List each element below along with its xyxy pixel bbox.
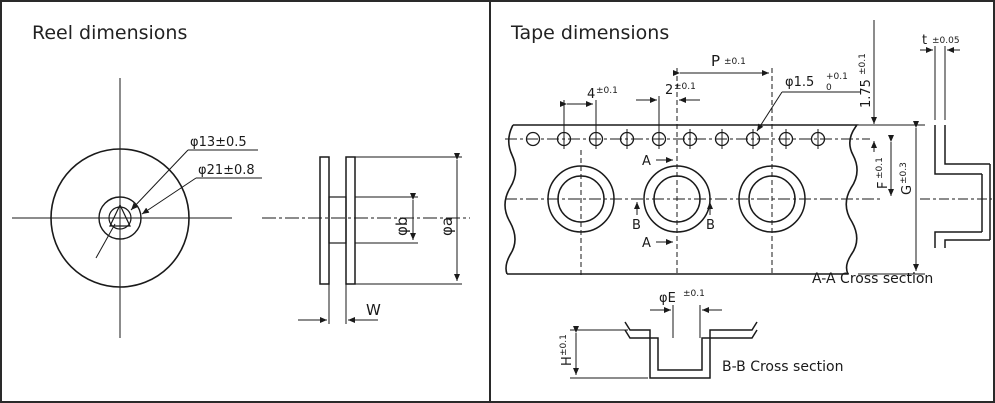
aa-cross-section (920, 46, 992, 248)
aa-profile-outline (934, 125, 990, 248)
tol-dim-2: ±0.1 (674, 82, 696, 92)
label-dim-hole: φ1.5 (785, 75, 814, 90)
marker-a-top: A (642, 154, 651, 169)
caption-aa-section: A-A Cross section (812, 271, 934, 287)
label-dim-f: F (876, 182, 891, 189)
leader-hub (130, 149, 189, 211)
reel-bore-circle (108, 206, 132, 230)
tol-dim-p: ±0.1 (724, 57, 746, 67)
label-dim-a: φa (438, 217, 456, 236)
bb-profile-inner (624, 329, 758, 371)
leader-hole (756, 91, 783, 132)
label-outer-dimension: φ21±0.8 (198, 163, 255, 178)
label-dim-p: P (711, 52, 720, 70)
bb-profile-outer (624, 321, 758, 379)
reel-flange-right (345, 156, 356, 285)
tol-dim-hole-upper: +0.1 (826, 72, 848, 82)
tol-dim-g: ±0.3 (899, 162, 909, 184)
tol-dim-hole-lower: 0 (826, 83, 832, 93)
marker-a-bottom: A (642, 236, 651, 251)
tape-top-view (504, 20, 925, 275)
tol-dim-4: ±0.1 (596, 86, 618, 96)
reel-title: Reel dimensions (32, 22, 188, 44)
label-dim-4: 4 (587, 87, 595, 102)
label-dim-h: H (560, 356, 575, 366)
tol-dim-e: ±0.1 (683, 289, 705, 299)
tape-title: Tape dimensions (511, 22, 670, 44)
sprocket-hole (525, 131, 541, 147)
label-dim-g: G (900, 185, 915, 195)
tol-dim-h: ±0.1 (559, 334, 569, 356)
label-dim-2: 2 (665, 83, 673, 98)
reel-flange-left (319, 156, 330, 285)
label-dim-175: 1.75 (859, 79, 874, 108)
tol-dim-175: ±0.1 (858, 53, 868, 75)
marker-b-right: B (706, 218, 715, 233)
reel-drive-key (109, 203, 131, 227)
bb-cross-section (570, 305, 758, 379)
label-dim-b: φb (393, 217, 411, 236)
tape-top-and-right-edge (513, 124, 859, 275)
reel-side-view (262, 153, 470, 324)
reel-hub-side (328, 196, 347, 244)
reel-outer-circle (50, 148, 190, 288)
tol-dim-t: ±0.05 (932, 36, 960, 46)
tape-dimensions-panel: Tape dimensions (489, 0, 995, 403)
tol-dim-f: ±0.1 (875, 157, 885, 179)
label-dim-e: φE (659, 291, 676, 306)
leader-bore (95, 223, 116, 259)
tape-left-edge (504, 124, 517, 275)
section-markers (634, 157, 713, 245)
reel-front-view (12, 78, 262, 338)
marker-b-left: B (632, 218, 641, 233)
caption-bb-section: B-B Cross section (722, 359, 844, 375)
label-dim-t: t (922, 33, 927, 48)
label-hub-dimension: φ13±0.5 (190, 135, 247, 150)
leader-outer (141, 177, 197, 215)
label-dim-w: W (366, 301, 381, 319)
reel-hub-circle (98, 196, 142, 240)
